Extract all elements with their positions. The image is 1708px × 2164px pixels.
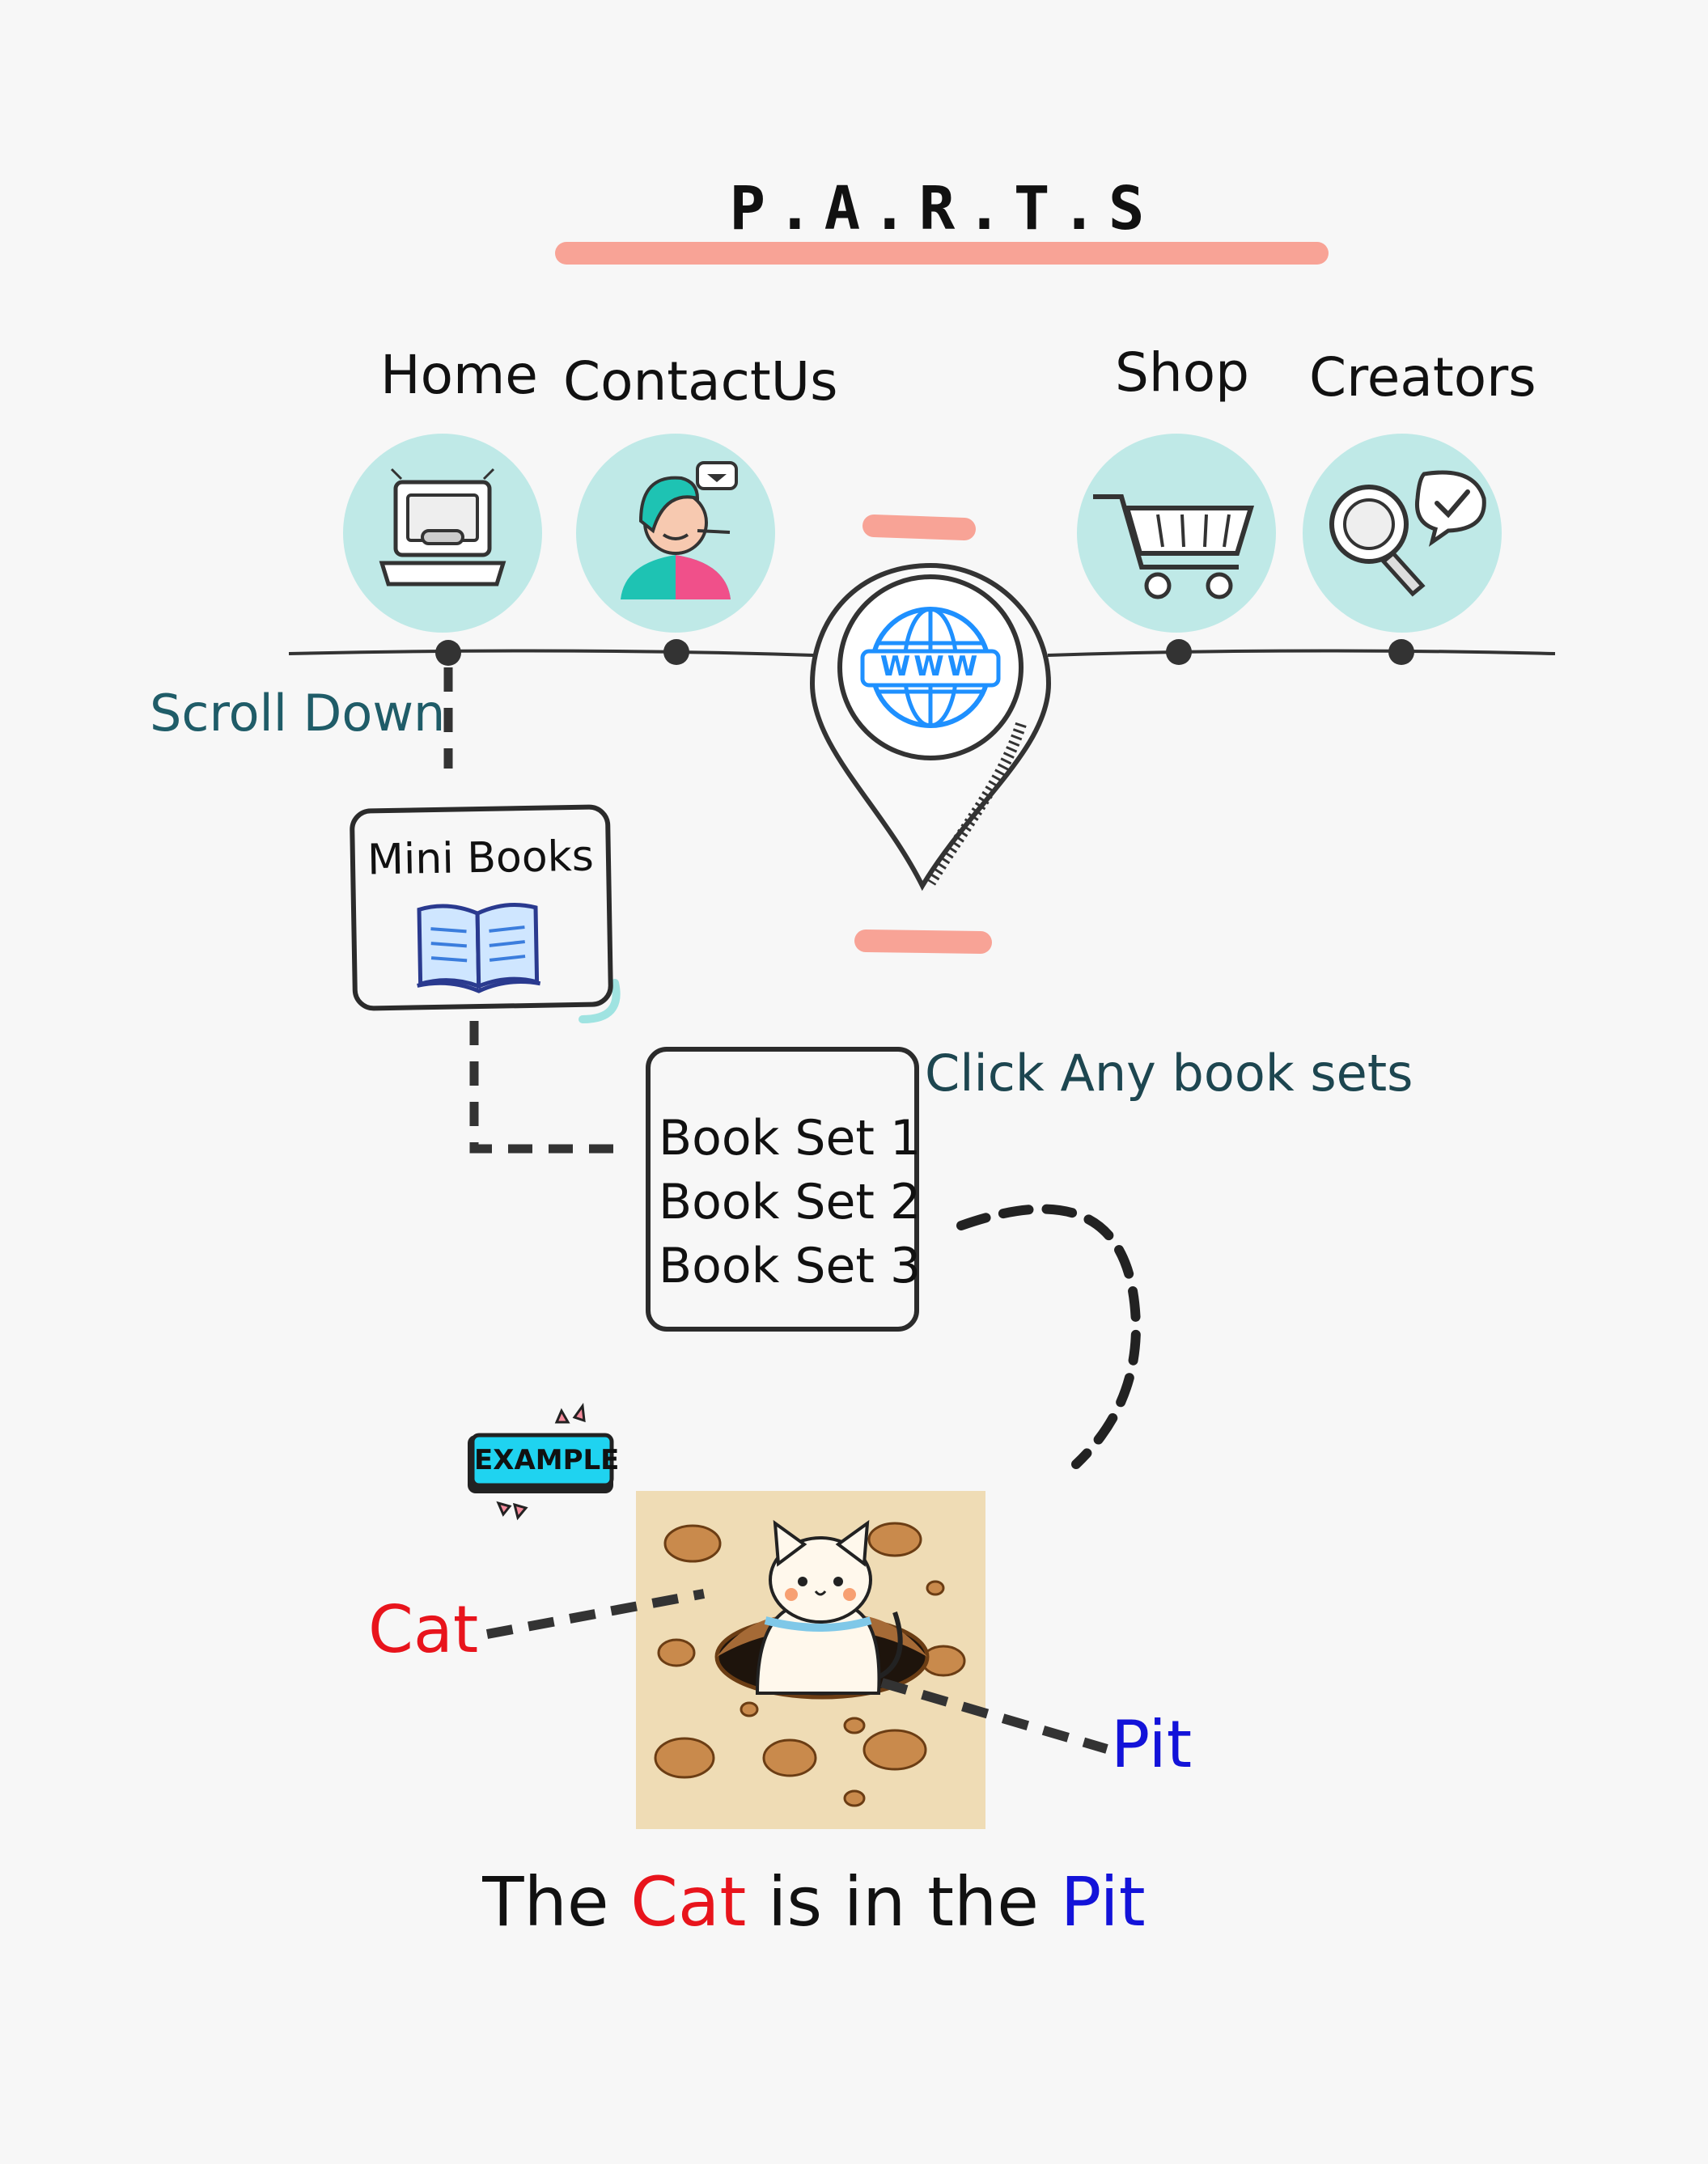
book-set-2[interactable]: Book Set 2 (659, 1174, 922, 1230)
www-badge: WWW (879, 650, 981, 683)
cat-in-pit-illustration (636, 1491, 985, 1829)
cat-in-pit-picture (654, 1519, 966, 1807)
shopping-cart-icon (1093, 494, 1255, 599)
sentence-pit: Pit (1060, 1862, 1146, 1942)
nav-shop-label[interactable]: Shop (1115, 341, 1249, 404)
cat-label: Cat (368, 1592, 479, 1667)
book-sets-card: Book Set 1 Book Set 2 Book Set 3 (646, 1047, 921, 1332)
example-badge-sparks (468, 1402, 614, 1521)
laptop-icon (379, 468, 506, 587)
click-book-sets-hint: Click Any book sets (925, 1044, 1413, 1103)
nav-home-label[interactable]: Home (380, 344, 538, 406)
book-set-1[interactable]: Book Set 1 (659, 1110, 922, 1167)
sentence-part-1: The (482, 1862, 631, 1942)
nav-creators-button[interactable] (1303, 434, 1502, 633)
search-check-icon (1329, 470, 1486, 597)
sentence-part-2: is in the (746, 1862, 1061, 1942)
open-book-icon (417, 902, 541, 993)
mini-books-card[interactable]: Mini Books (349, 804, 614, 1011)
sentence-cat: Cat (630, 1862, 747, 1942)
example-badge: EXAMPLE (474, 1444, 620, 1476)
scroll-down-hint: Scroll Down (150, 684, 446, 743)
book-set-list: Book Set 1 Book Set 2 Book Set 3 (659, 1107, 921, 1298)
book-set-3[interactable]: Book Set 3 (659, 1238, 922, 1294)
nav-home-button[interactable] (343, 434, 542, 633)
nav-shop-button[interactable] (1077, 434, 1276, 633)
pit-label: Pit (1111, 1707, 1193, 1782)
page-title: P.A.R.T.S (729, 174, 1156, 244)
support-agent-icon (621, 461, 738, 599)
nav-contact-button[interactable] (576, 434, 775, 633)
nav-creators-label[interactable]: Creators (1309, 346, 1536, 409)
example-sentence: The Cat is in the Pit (0, 1862, 1628, 1942)
nav-contact-label[interactable]: ContactUs (563, 350, 838, 413)
globe-icon (860, 607, 1001, 728)
